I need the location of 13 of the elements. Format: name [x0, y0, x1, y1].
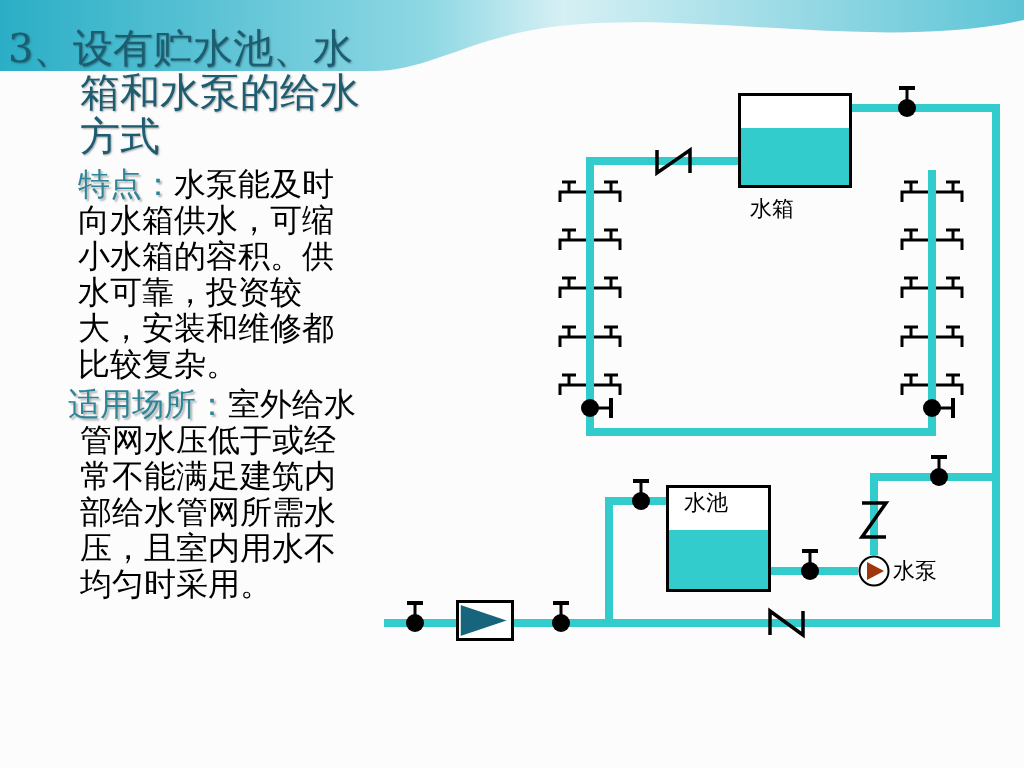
pipe [586, 157, 936, 436]
water-pool [666, 485, 771, 592]
water-meter [456, 600, 514, 641]
pump-label: 水泵 [893, 558, 937, 584]
water-tank [738, 93, 852, 188]
description-text: 适用场所：室外给水管网水压低于或经常不能满足建筑内部给水管网所需水压，且室内用水不均匀时采用。 [68, 386, 357, 602]
pipe [609, 477, 1000, 627]
tank-label: 水箱 [750, 196, 794, 222]
slide-title: 3、设有贮水池、水箱和水泵的给水方式 [8, 26, 361, 158]
pipe [771, 567, 858, 575]
description-text: 特点：水泵能及时向水箱供水，可缩小水箱的容积。供水可靠，投资较大，安装和维修都比较复杂。 [78, 166, 335, 382]
pump-symbol [858, 555, 890, 587]
pool-label: 水池 [684, 490, 728, 516]
